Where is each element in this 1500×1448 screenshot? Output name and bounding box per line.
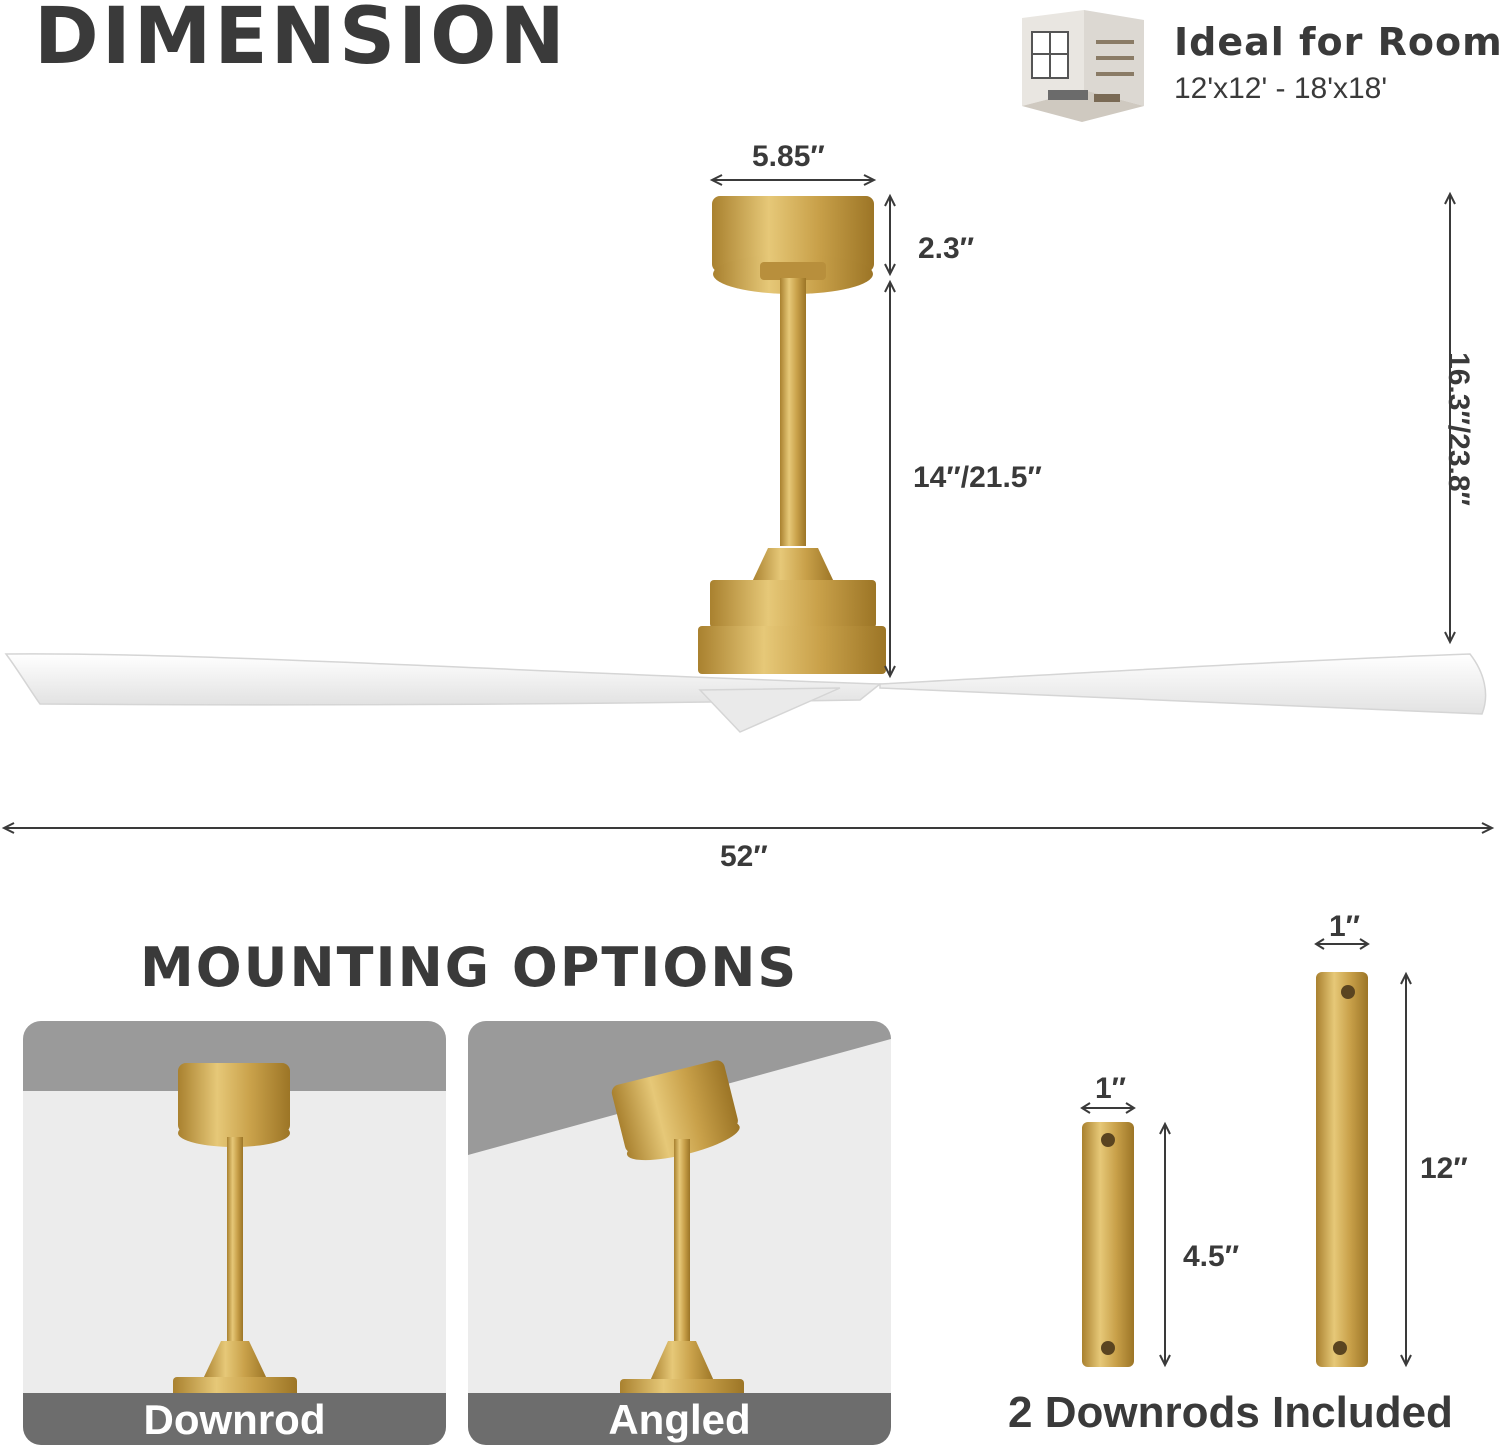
room-label: Ideal for Rooms [1174, 20, 1500, 64]
total-height-label: 16.3″/23.8″ [1442, 352, 1475, 506]
angled-caption: Angled [468, 1393, 891, 1445]
fan-blades [4, 653, 1487, 733]
blade-span-label: 52″ [720, 840, 768, 873]
fan-diagram [1, 174, 1495, 834]
long-downrod [1316, 972, 1368, 1367]
mounting-option-angled: Angled [468, 1021, 891, 1445]
fan-motor-housing [698, 548, 886, 674]
canopy-height-label: 2.3″ [918, 232, 975, 265]
long-rod-width-label: 1″ [1329, 910, 1361, 943]
short-downrod [1082, 1122, 1134, 1367]
downrods-diagram [1080, 938, 1412, 1368]
downrod-caption: Downrod [23, 1393, 446, 1445]
mounting-option-downrod: Downrod [23, 1021, 446, 1445]
fan-canopy [712, 196, 874, 294]
fan-downrod [780, 278, 806, 546]
downrods-caption: 2 Downrods Included [1008, 1388, 1453, 1437]
page-title: DIMENSION [34, 0, 568, 82]
room-icon [1018, 10, 1148, 122]
downrod-length-label: 14″/21.5″ [913, 461, 1042, 494]
long-rod-length-label: 12″ [1420, 1152, 1468, 1185]
canopy-width-label: 5.85″ [752, 140, 825, 173]
short-rod-width-label: 1″ [1095, 1072, 1127, 1105]
short-rod-length-label: 4.5″ [1183, 1240, 1240, 1273]
mounting-title: MOUNTING OPTIONS [140, 936, 799, 999]
room-size: 12'x12' - 18'x18' [1174, 72, 1388, 105]
